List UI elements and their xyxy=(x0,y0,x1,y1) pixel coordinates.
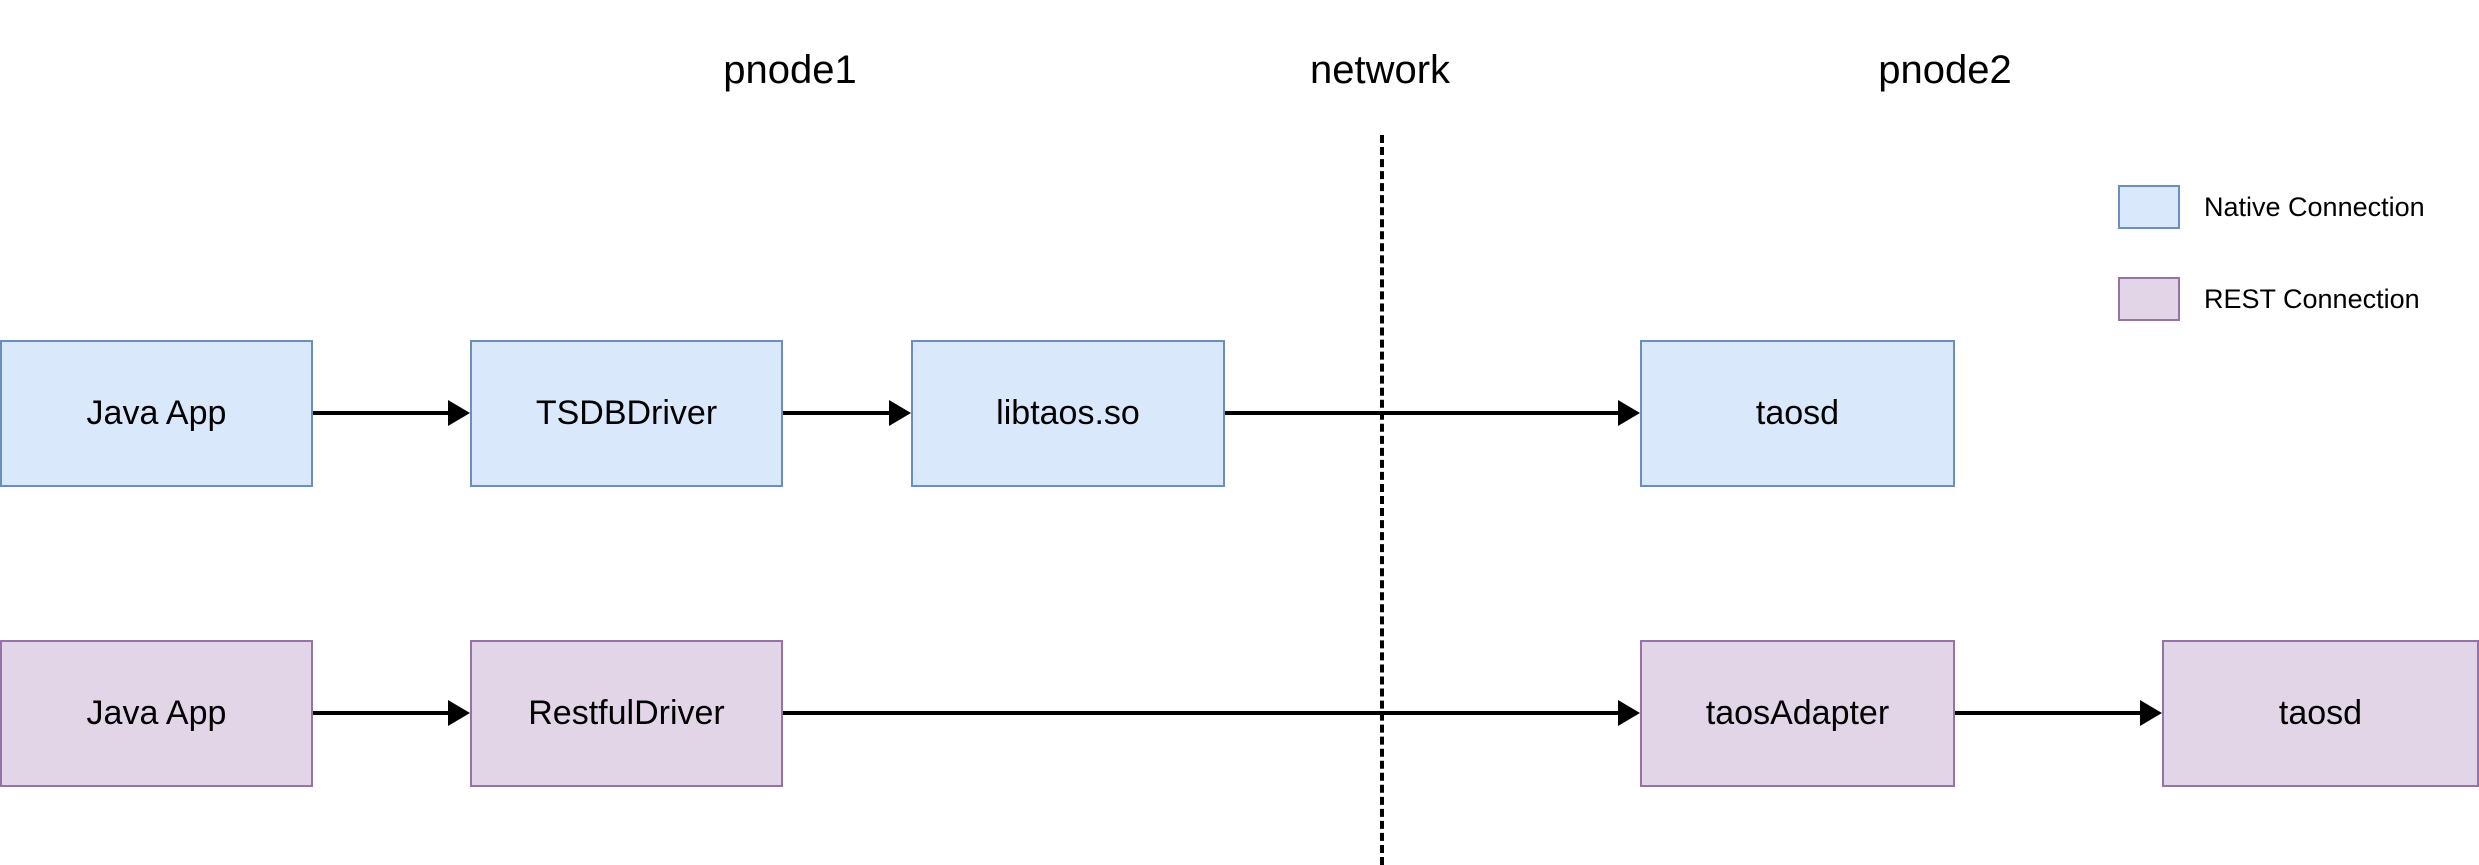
legend-item-rest-connection: REST Connection xyxy=(2118,277,2420,321)
node-taosadapter[interactable]: taosAdapter xyxy=(1640,640,1955,787)
node-libtaos-so[interactable]: libtaos.so xyxy=(911,340,1225,487)
column-header-pnode2: pnode2 xyxy=(1878,48,2012,92)
column-header-network: network xyxy=(1309,48,1451,92)
arrowhead-javaapp-to-restfuldriver xyxy=(448,700,470,726)
legend-label-native: Native Connection xyxy=(2204,191,2425,222)
arrowhead-tsdbdriver-to-libtaos xyxy=(889,400,911,426)
legend-item-native-connection: Native Connection xyxy=(2118,185,2425,229)
edge-libtaos-to-taosd xyxy=(1225,411,1618,415)
node-java-app-native[interactable]: Java App xyxy=(0,340,313,487)
legend-swatch-rest-icon xyxy=(2118,277,2180,321)
arrowhead-javaapp-to-tsdbdriver xyxy=(448,400,470,426)
edge-tsdbdriver-to-libtaos xyxy=(783,411,889,415)
network-boundary-line xyxy=(1380,135,1384,865)
arrowhead-restfuldriver-to-taosadapter xyxy=(1618,700,1640,726)
arrowhead-taosadapter-to-taosd xyxy=(2140,700,2162,726)
arrowhead-libtaos-to-taosd xyxy=(1618,400,1640,426)
edge-javaapp-to-tsdbdriver xyxy=(313,411,448,415)
edge-javaapp-to-restfuldriver xyxy=(313,711,448,715)
node-java-app-rest[interactable]: Java App xyxy=(0,640,313,787)
legend-label-rest: REST Connection xyxy=(2204,283,2420,314)
column-header-pnode1: pnode1 xyxy=(723,48,857,92)
edge-restfuldriver-to-taosadapter xyxy=(783,711,1618,715)
node-restfuldriver[interactable]: RestfulDriver xyxy=(470,640,783,787)
legend-swatch-native-icon xyxy=(2118,185,2180,229)
edge-taosadapter-to-taosd xyxy=(1955,711,2140,715)
node-taosd-native[interactable]: taosd xyxy=(1640,340,1955,487)
node-taosd-rest[interactable]: taosd xyxy=(2162,640,2479,787)
node-tsdbdriver[interactable]: TSDBDriver xyxy=(470,340,783,487)
